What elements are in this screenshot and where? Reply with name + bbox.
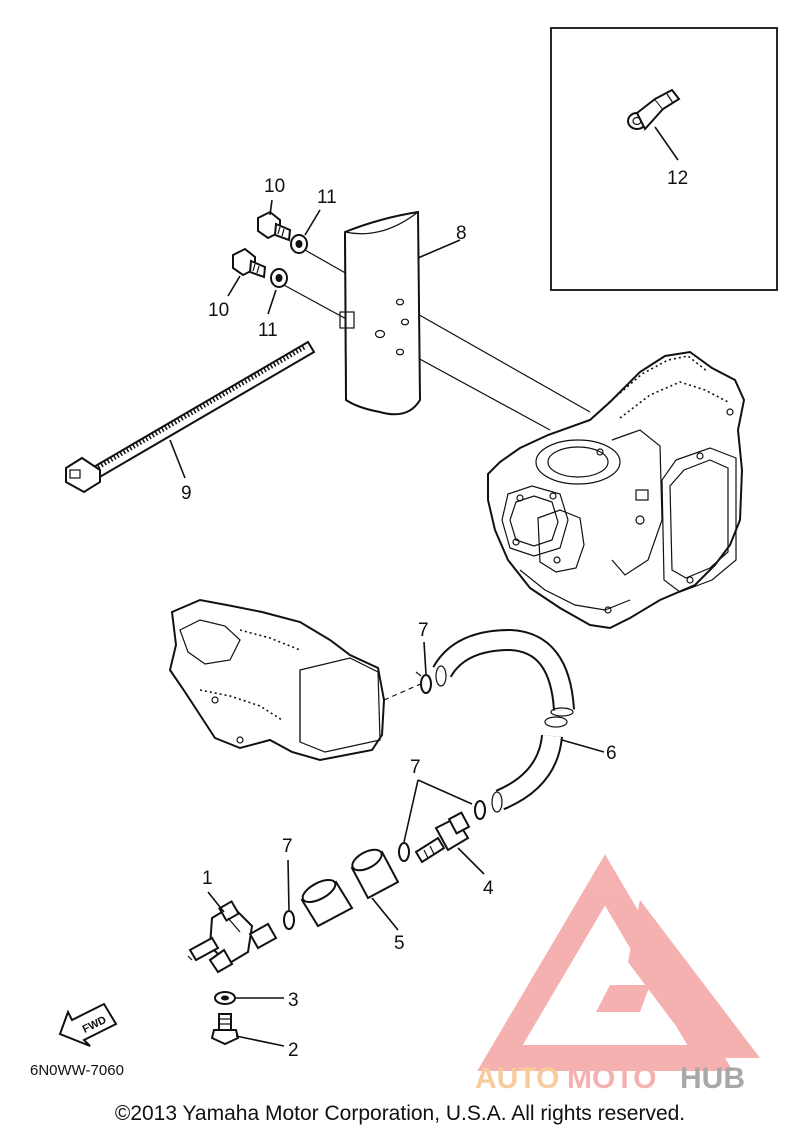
part-11-washer-lower: [270, 268, 288, 288]
part-7-clamp-mid-left: [398, 842, 410, 862]
callout-10-lower: 10: [208, 300, 229, 321]
part-5-hose-long: [350, 848, 400, 900]
copyright-notice: ©2013 Yamaha Motor Corporation, U.S.A. A…: [114, 1102, 686, 1125]
callout-4: 4: [483, 878, 494, 899]
part-7-clamp-upper: [415, 671, 432, 694]
carburetor-outline: [168, 598, 386, 762]
callout-3: 3: [288, 990, 299, 1011]
part-2-screw: [210, 1013, 240, 1046]
callout-7-middle: 7: [410, 757, 421, 778]
part-10-bolt-lower: [232, 247, 267, 279]
callout-10-upper: 10: [264, 176, 285, 197]
callout-6: 6: [606, 743, 617, 764]
callout-1: 1: [202, 868, 213, 889]
callout-7-upper: 7: [418, 620, 429, 641]
callout-11-upper: 11: [317, 187, 337, 208]
part-6-hose: [432, 628, 575, 813]
part-10-bolt-upper: [257, 210, 292, 242]
inset-box: [550, 27, 778, 291]
watermark-hub: HUB: [680, 1062, 745, 1095]
part-7-clamp-lower: [283, 910, 295, 930]
watermark-moto: MOTO: [567, 1062, 656, 1095]
part-11-washer-upper: [290, 234, 308, 254]
part-12-fitting: [627, 88, 681, 131]
part-9-cable-tie: [65, 340, 316, 494]
fwd-arrow-icon: FWD: [58, 1002, 118, 1047]
watermark-auto: AUTO: [475, 1062, 559, 1095]
automotohub-logo: AUTO MOTO HUB: [475, 854, 760, 1095]
part-8-cover: [339, 210, 422, 416]
diagram-code: 6N0WW-7060: [30, 1062, 124, 1079]
callout-11-lower: 11: [258, 320, 278, 341]
part-3-washer: [214, 991, 236, 1005]
part-4-fitting: [414, 811, 471, 864]
callout-9: 9: [181, 483, 192, 504]
part-1-fuel-valve: [187, 900, 278, 974]
callout-8: 8: [456, 223, 467, 244]
callout-12: 12: [667, 168, 688, 189]
callout-2: 2: [288, 1040, 299, 1061]
callout-7-lower: 7: [282, 836, 293, 857]
part-5-hose-short: [300, 878, 354, 928]
callout-5: 5: [394, 933, 405, 954]
engine-block: [487, 350, 746, 630]
part-7-clamp-mid-right: [474, 800, 486, 820]
